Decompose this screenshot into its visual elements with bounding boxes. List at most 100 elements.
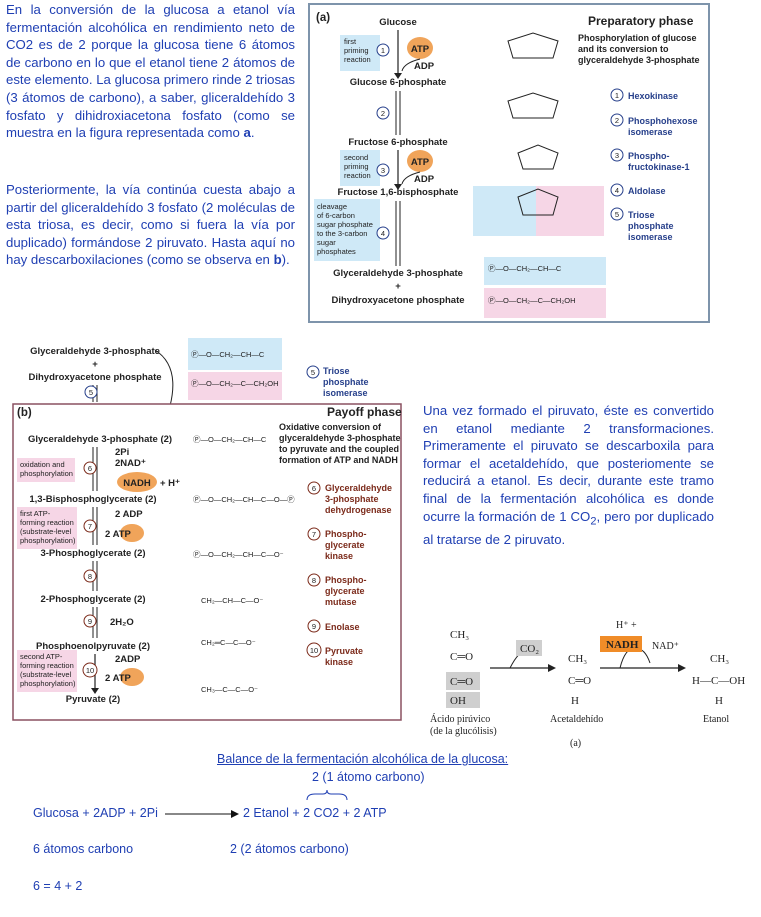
- note-text: phosphorylation: [20, 469, 73, 478]
- cofactor-nad: 2NAD⁺: [115, 458, 146, 469]
- nadh-label: NADH: [123, 478, 151, 489]
- note-text: second ATP-: [20, 652, 63, 661]
- top-dhap-highlight: [188, 372, 282, 400]
- note-text: (substrate-level: [20, 670, 72, 679]
- h-plus-label: + H⁺: [160, 478, 180, 489]
- enzyme-name: mutase: [325, 597, 357, 607]
- enzyme-name: kinase: [325, 551, 353, 561]
- step-num-text: 10: [86, 666, 94, 675]
- cofactor-2adp: 2 ADP: [115, 509, 143, 520]
- intro-text: En la conversión de la glucosa a etanol …: [6, 2, 295, 141]
- enzyme-name: Phospho-: [325, 575, 367, 585]
- enzyme-name: kinase: [325, 657, 353, 667]
- c-o-carboxyl: C═O: [450, 676, 473, 688]
- compound-glucose-6-phosphate: Glucose 6-phosphate: [350, 77, 447, 88]
- second-text: Posteriormente, la vía continúa cuesta a…: [6, 182, 295, 268]
- glucose-structure: [507, 32, 559, 59]
- note-text: first ATP-: [20, 509, 51, 518]
- note-text: sugar: [317, 238, 336, 247]
- curved-arrow: [154, 349, 174, 407]
- adp-label: ADP: [414, 61, 435, 72]
- enzyme-name: 3-phosphate: [325, 494, 379, 504]
- cofactor-2atp: 2 ATP: [105, 529, 132, 540]
- enzyme-num: 5: [615, 210, 619, 219]
- ethanol-label: Etanol: [703, 714, 729, 725]
- note-box-3: [314, 199, 380, 261]
- note-text: phosphorylation): [20, 679, 76, 688]
- top-compound-dhap: Dihydroxyacetone phosphate: [28, 372, 161, 383]
- arrow-head: [678, 664, 686, 672]
- enzyme-name: Glyceraldehyde: [325, 483, 392, 493]
- cofactor-2atp-b: 2 ATP: [105, 673, 132, 684]
- enzyme-name: Aldolase: [628, 186, 666, 196]
- enzyme-aldolase: 4 Aldolase: [610, 183, 666, 197]
- ethanol-h: H: [715, 695, 723, 707]
- arrow-head: [91, 688, 99, 694]
- oh-highlight: [446, 692, 480, 708]
- step-num-text: 5: [89, 388, 93, 397]
- balance-co2-note: 2 (1 átomo carbono): [312, 770, 425, 784]
- enzyme-num: 4: [615, 186, 619, 195]
- step-num-text: 7: [88, 522, 92, 531]
- enzyme-name: phosphate: [628, 221, 674, 231]
- phase-desc-line: formation of ATP and NADH: [279, 455, 398, 465]
- payoff-phase-title: Payoff phase: [327, 405, 402, 419]
- ethanol-c: H—C—OH: [692, 675, 745, 687]
- step-num-text: 6: [88, 464, 92, 473]
- second-text-end: ).: [281, 252, 290, 268]
- phase-desc-line: Phosphorylation of glucose: [578, 33, 697, 43]
- step-num-text: 3: [381, 166, 385, 175]
- 3pg-formula: Ⓟ—O—CH₂—CH—C—O⁻: [193, 550, 284, 559]
- top-dhap-formula: Ⓟ—O—CH₂—C—CH₂OH: [191, 379, 279, 388]
- enzyme-num: 7: [312, 530, 316, 539]
- step-num-text: 9: [88, 617, 92, 626]
- ch3-group: CH₃: [450, 629, 469, 641]
- note-text: oxidation and: [20, 460, 65, 469]
- phase-desc-line: to pyruvate and the coupled: [279, 444, 399, 454]
- note-box-b3: [17, 650, 77, 692]
- compound-3pg: 3-Phosphoglycerate (2): [40, 548, 145, 559]
- note-text: cleavage: [317, 202, 347, 211]
- enzyme-name: Phosphohexose: [628, 116, 698, 126]
- phase-desc-line: glyceraldehyde 3-phosphate: [578, 55, 700, 65]
- top-g3p-formula: Ⓟ—O—CH₂—CH—C: [191, 350, 265, 359]
- note-text: forming reaction: [20, 518, 74, 527]
- note-text: priming: [344, 162, 369, 171]
- balance-arrow: [165, 810, 239, 818]
- second-paragraph: Posteriormente, la vía continúa cuesta a…: [6, 181, 295, 269]
- atp-oval-1: [407, 37, 433, 59]
- nadh-highlight: [600, 636, 642, 652]
- top-g3p-highlight: [188, 338, 282, 370]
- enzyme-num: 3: [615, 151, 619, 160]
- fbp-structure: [517, 188, 559, 216]
- arrow-head: [394, 73, 402, 79]
- step-number-1: 1: [376, 43, 390, 57]
- atp-curve-1: [401, 58, 421, 72]
- pep-formula: CH₂═C—C—O⁻: [201, 638, 256, 647]
- note-text: first: [344, 37, 357, 46]
- note-text: reaction: [344, 55, 371, 64]
- note-box-b1: [17, 458, 75, 482]
- atp-oval-b2: [120, 668, 144, 686]
- note-text: sugar phosphate: [317, 220, 373, 229]
- third-text-end: , pero por duplicado al tratarse de 2 pi…: [423, 508, 714, 547]
- fbp-highlight-pink: [536, 186, 604, 236]
- compound-pyruvate: Pyruvate (2): [66, 694, 120, 705]
- step-number-9: 9: [83, 614, 97, 628]
- balance-right-atoms: 2 (2 átomos carbono): [230, 842, 349, 856]
- intro-paragraph: En la conversión de la glucosa a etanol …: [6, 1, 295, 142]
- enzyme-name: Phospho-: [628, 151, 670, 161]
- plus-sign: +: [395, 281, 401, 292]
- step-number-8: 8: [83, 569, 97, 583]
- enzyme-name: Triose: [628, 210, 655, 220]
- enzyme-name: Enolase: [325, 622, 360, 632]
- 2pg-formula: CH₂—CH—C—O⁻: [201, 596, 263, 605]
- compound-2pg: 2-Phosphoglycerate (2): [40, 594, 145, 605]
- enzyme-name: phosphate: [323, 377, 369, 387]
- balance-left-atoms: 6 átomos carbono: [33, 842, 134, 856]
- pyruvic-acid-origin: (de la glucólisis): [430, 726, 497, 737]
- acetaldehyde-ch3: CH₃: [568, 653, 587, 665]
